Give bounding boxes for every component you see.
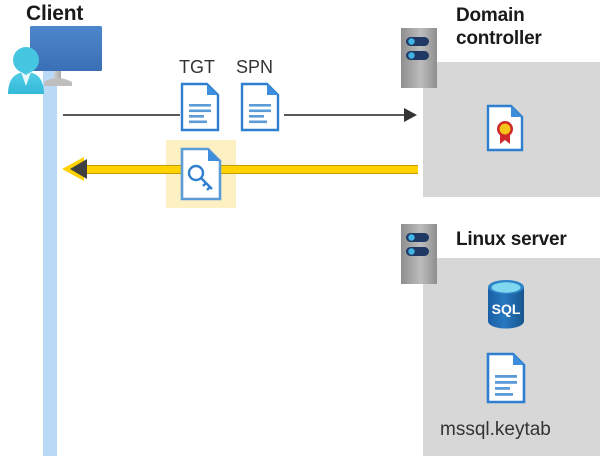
sql-database-label: SQL xyxy=(492,301,521,317)
response-arrow-head-icon xyxy=(70,159,87,179)
request-arrow-head-icon xyxy=(404,108,417,122)
domain-controller-title: Domain controller xyxy=(456,4,586,50)
certificate-document-icon xyxy=(486,104,524,152)
domain-controller-server-icon xyxy=(401,28,437,88)
response-arrow-line xyxy=(78,165,418,174)
tgt-document-icon xyxy=(180,82,220,132)
service-ticket-key-document-icon xyxy=(180,147,222,201)
linux-server-icon xyxy=(401,224,437,284)
sql-database-icon: SQL xyxy=(484,278,528,330)
spn-document-icon xyxy=(240,82,280,132)
client-title: Client xyxy=(26,2,84,25)
domain-controller-title-line1: Domain xyxy=(456,5,525,26)
keytab-document-icon xyxy=(486,352,526,404)
keytab-filename-label: mssql.keytab xyxy=(440,419,551,440)
client-lifeline xyxy=(43,62,57,456)
client-icon xyxy=(2,24,108,96)
tgt-label: TGT xyxy=(179,57,215,77)
linux-server-title: Linux server xyxy=(456,229,567,250)
spn-label: SPN xyxy=(236,57,274,77)
domain-controller-title-line2: controller xyxy=(456,28,542,49)
